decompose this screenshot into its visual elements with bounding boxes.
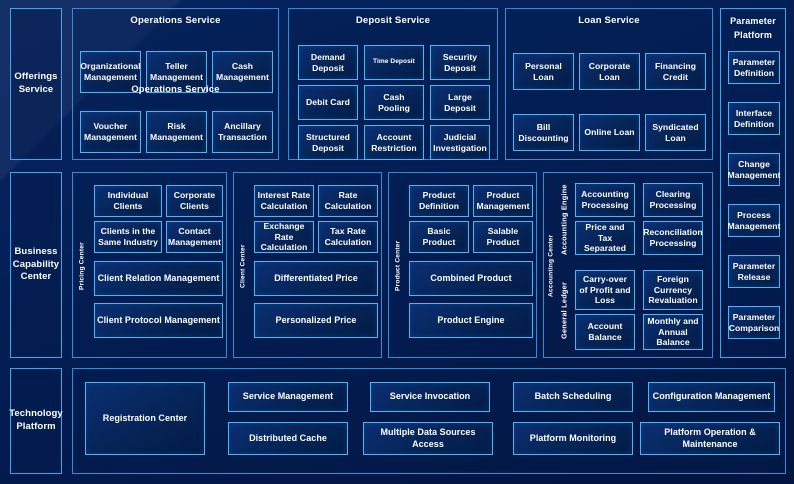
- cell-multiple-data-sources-access[interactable]: Multiple Data Sources Access: [363, 422, 493, 455]
- cell-rate-calculation[interactable]: Rate Calculation: [318, 185, 378, 217]
- group-deposit-service: Deposit Service Demand Deposit Time Depo…: [288, 8, 498, 160]
- group-parameter-platform-title: Parameter Platform: [730, 16, 776, 40]
- group-product-center-vlabel: Product Center: [394, 240, 402, 292]
- cell-product-engine[interactable]: Product Engine: [409, 303, 533, 338]
- cell-product-management[interactable]: Product Management: [473, 185, 533, 217]
- group-loan-service: Loan Service Personal Loan Corporate Loa…: [505, 8, 713, 160]
- cell-cash-management[interactable]: Cash Management: [212, 51, 273, 93]
- cell-financing-credit[interactable]: Financing Credit: [645, 53, 706, 90]
- cell-platform-monitoring[interactable]: Platform Monitoring: [513, 422, 633, 455]
- group-technology-platform: Registration Center Service Management D…: [72, 368, 786, 474]
- group-accounting-center-vlabel: Accounting Center: [547, 234, 555, 298]
- cell-differentiated-price[interactable]: Differentiated Price: [254, 261, 378, 296]
- group-client-center-vlabel: Client Center: [239, 244, 247, 288]
- cell-batch-scheduling[interactable]: Batch Scheduling: [513, 382, 633, 412]
- group-client-center: Client Center Interest Rate Calculation …: [233, 172, 382, 358]
- cell-accounting-processing[interactable]: Accounting Processing: [575, 183, 635, 217]
- group-loan-service-title: Loan Service: [578, 15, 640, 26]
- cell-service-invocation[interactable]: Service Invocation: [370, 382, 490, 412]
- cell-parameter-definition[interactable]: Parameter Definition: [728, 51, 780, 84]
- cell-combined-product[interactable]: Combined Product: [409, 261, 533, 296]
- cell-carry-over-of-profit-and-loss[interactable]: Carry-over of Profit and Loss: [575, 270, 635, 310]
- spine-offerings-service: Offerings Service: [10, 8, 62, 160]
- cell-corporate-loan[interactable]: Corporate Loan: [579, 53, 640, 90]
- cell-service-management[interactable]: Service Management: [228, 382, 348, 412]
- cell-contact-management[interactable]: Contact Management: [166, 221, 223, 253]
- cell-tax-rate-calculation[interactable]: Tax Rate Calculation: [318, 221, 378, 253]
- overlap-artifact-operations-service: Operations Service: [131, 84, 220, 94]
- cell-debit-card[interactable]: Debit Card: [298, 85, 358, 120]
- cell-basic-product[interactable]: Basic Product: [409, 221, 469, 253]
- spine-business-capability-center: Business Capability Center: [10, 172, 62, 358]
- spine-offerings-service-label: Offerings Service: [14, 71, 58, 95]
- cell-exchange-rate-calculation[interactable]: Exchange Rate Calculation: [254, 221, 314, 253]
- cell-process-management[interactable]: Process Management: [727, 204, 780, 237]
- cell-large-deposit[interactable]: Large Deposit: [430, 85, 490, 120]
- cell-individual-clients[interactable]: Individual Clients: [94, 185, 162, 217]
- cell-distributed-cache[interactable]: Distributed Cache: [228, 422, 348, 455]
- cell-organizational-management[interactable]: Organizational Management: [80, 51, 141, 93]
- cell-time-deposit[interactable]: Time Deposit: [364, 45, 424, 80]
- cell-risk-management[interactable]: Risk Management: [146, 111, 207, 153]
- group-pricing-center-vlabel: Pricing Center: [78, 242, 86, 290]
- cell-syndicated-loan[interactable]: Syndicated Loan: [645, 114, 706, 151]
- cell-reconciliation-processing[interactable]: Reconciliation Processing: [643, 221, 703, 255]
- cell-judicial-investigation[interactable]: Judicial Investigation: [430, 125, 490, 160]
- cell-foreign-currency-revaluation[interactable]: Foreign Currency Revaluation: [643, 270, 703, 310]
- group-deposit-service-title: Deposit Service: [355, 15, 431, 26]
- cell-clients-in-the-same-industry[interactable]: Clients in the Same Industry: [94, 221, 162, 253]
- sublabel-general-ledger: General Ledger: [559, 281, 569, 339]
- cell-corporate-clients[interactable]: Corporate Clients: [166, 185, 223, 217]
- cell-personal-loan[interactable]: Personal Loan: [513, 53, 574, 90]
- spine-technology-platform-label: Technology Platform: [9, 408, 63, 432]
- cell-security-deposit[interactable]: Security Deposit: [430, 45, 490, 80]
- cell-personalized-price[interactable]: Personalized Price: [254, 303, 378, 338]
- cell-client-protocol-management[interactable]: Client Protocol Management: [94, 303, 223, 338]
- spine-business-capability-center-label: Business Capability Center: [12, 245, 60, 283]
- spine-technology-platform: Technology Platform: [9, 368, 63, 474]
- cell-clearing-processing[interactable]: Clearing Processing: [643, 183, 703, 217]
- cell-account-restriction[interactable]: Account Restriction: [364, 125, 424, 160]
- cell-cash-pooling[interactable]: Cash Pooling: [364, 85, 424, 120]
- cell-voucher-management[interactable]: Voucher Management: [80, 111, 141, 153]
- cell-salable-product[interactable]: Salable Product: [473, 221, 533, 253]
- cell-ancillary-transaction[interactable]: Ancillary Transaction: [212, 111, 273, 153]
- cell-client-relation-management[interactable]: Client Relation Management: [94, 261, 223, 296]
- cell-price-and-tax-separated[interactable]: Price and Tax Separated: [575, 221, 635, 255]
- group-operations-service-title: Operations Service: [130, 15, 221, 26]
- group-accounting-center: Accounting Center Accounting Engine Gene…: [543, 172, 713, 358]
- cell-monthly-and-annual-balance[interactable]: Monthly and Annual Balance: [643, 314, 703, 350]
- cell-bill-discounting[interactable]: Bill Discounting: [513, 114, 574, 151]
- group-parameter-platform: Parameter Platform Parameter Definition …: [720, 8, 786, 358]
- cell-demand-deposit[interactable]: Demand Deposit: [298, 45, 358, 80]
- cell-parameter-comparison[interactable]: Parameter Comparison: [728, 306, 780, 339]
- sublabel-accounting-engine: Accounting Engine: [559, 184, 569, 256]
- cell-configuration-management[interactable]: Configuration Management: [648, 382, 775, 412]
- group-product-center: Product Center Product Definition Produc…: [388, 172, 537, 358]
- cell-product-definition[interactable]: Product Definition: [409, 185, 469, 217]
- group-operations-service: Operations Service Organizational Manage…: [72, 8, 279, 160]
- cell-parameter-release[interactable]: Parameter Release: [728, 255, 780, 288]
- cell-registration-center[interactable]: Registration Center: [85, 382, 205, 455]
- cell-change-management[interactable]: Change Management: [728, 153, 780, 186]
- cell-interest-rate-calculation[interactable]: Interest Rate Calculation: [254, 185, 314, 217]
- cell-interface-definition[interactable]: Interface Definition: [728, 102, 780, 135]
- cell-account-balance[interactable]: Account Balance: [575, 314, 635, 350]
- cell-teller-management[interactable]: Teller Management: [146, 51, 207, 93]
- group-pricing-center: Pricing Center Individual Clients Corpor…: [72, 172, 227, 358]
- cell-online-loan[interactable]: Online Loan: [579, 114, 640, 151]
- cell-structured-deposit[interactable]: Structured Deposit: [298, 125, 358, 160]
- cell-platform-operation-and-maintenance[interactable]: Platform Operation & Maintenance: [640, 422, 780, 455]
